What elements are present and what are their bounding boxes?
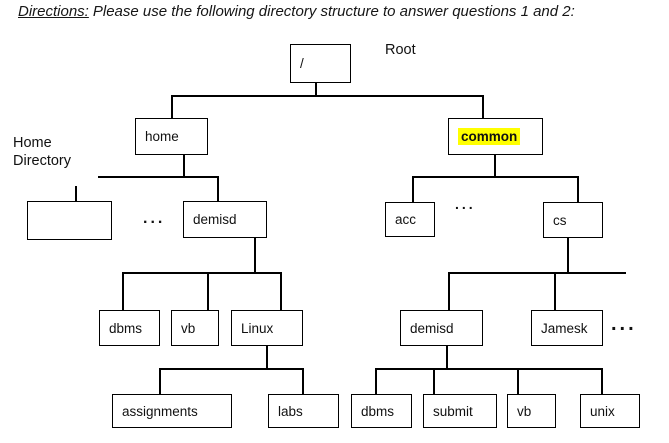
- node-vb-home-label: vb: [181, 320, 196, 336]
- node-vb-cs-label: vb: [517, 403, 532, 419]
- connector-line: [448, 272, 450, 311]
- node-linux-label: Linux: [241, 320, 274, 336]
- connector-line: [302, 368, 304, 395]
- connector-line: [577, 176, 579, 203]
- node-unix-label: unix: [590, 403, 615, 419]
- node-cs-label: cs: [553, 212, 567, 228]
- node-assignments: assignments: [112, 394, 232, 428]
- node-jamesk-label: Jamesk: [541, 320, 588, 336]
- node-root: /: [290, 44, 351, 83]
- connector-line: [280, 272, 282, 311]
- connector-line: [601, 368, 603, 395]
- connector-line: [412, 176, 414, 203]
- connector-line: [494, 155, 496, 178]
- connector-line: [122, 272, 282, 274]
- node-common-label: common: [458, 128, 521, 145]
- ellipsis-common-children: ...: [455, 196, 476, 212]
- connector-line: [266, 346, 268, 370]
- connector-line: [217, 176, 219, 202]
- node-assignments-label: assignments: [122, 403, 198, 419]
- connector-line: [448, 272, 626, 274]
- node-labs: labs: [268, 394, 339, 428]
- node-cs: cs: [543, 202, 603, 238]
- connector-line: [315, 83, 317, 97]
- connector-line: [159, 368, 304, 370]
- node-linux: Linux: [231, 310, 303, 346]
- node-acc-label: acc: [395, 212, 417, 227]
- node-dbms-home-label: dbms: [109, 320, 143, 336]
- node-acc: acc: [385, 202, 435, 237]
- node-dbms-home: dbms: [99, 310, 160, 346]
- directions-title: Directions:Please use the following dire…: [18, 3, 575, 20]
- node-dbms-cs-label: dbms: [361, 403, 395, 419]
- node-cs-demisd: demisd: [400, 310, 483, 346]
- node-home-label: home: [145, 129, 179, 144]
- node-root-label: /: [300, 56, 304, 71]
- node-home-user-empty: [27, 201, 112, 240]
- ellipsis-cs-children: ...: [611, 313, 637, 335]
- node-labs-label: labs: [278, 403, 303, 419]
- connector-line: [433, 368, 435, 395]
- connector-line: [183, 155, 185, 178]
- directions-text: Please use the following directory struc…: [92, 3, 575, 20]
- connector-line: [254, 238, 256, 274]
- connector-line: [375, 368, 603, 370]
- connector-line: [517, 368, 519, 395]
- connector-line: [375, 368, 377, 395]
- connector-line: [482, 95, 484, 119]
- connector-line: [446, 346, 448, 370]
- connector-line: [122, 272, 124, 311]
- node-jamesk: Jamesk: [531, 310, 603, 346]
- connector-line: [554, 272, 556, 311]
- connector-line: [567, 238, 569, 274]
- connector-line: [171, 95, 484, 97]
- node-home: home: [135, 118, 208, 155]
- node-cs-demisd-label: demisd: [410, 320, 454, 336]
- node-common: common: [448, 118, 543, 155]
- ellipsis-home-children: ...: [143, 210, 166, 227]
- node-home-demisd: demisd: [183, 201, 267, 238]
- node-submit-label: submit: [433, 403, 473, 419]
- connector-line: [98, 176, 219, 178]
- connector-line: [75, 186, 77, 202]
- node-home-demisd-label: demisd: [193, 212, 237, 227]
- node-vb-cs: vb: [507, 394, 556, 428]
- node-submit: submit: [423, 394, 497, 428]
- connector-line: [412, 176, 579, 178]
- home-directory-annotation: Home Directory: [13, 135, 72, 170]
- connector-line: [159, 368, 161, 395]
- node-vb-home: vb: [171, 310, 219, 346]
- connector-line: [207, 272, 209, 311]
- directions-label: Directions:: [18, 3, 89, 20]
- root-annotation: Root: [385, 42, 416, 58]
- connector-line: [171, 95, 173, 119]
- node-unix: unix: [580, 394, 640, 428]
- node-dbms-cs: dbms: [351, 394, 412, 428]
